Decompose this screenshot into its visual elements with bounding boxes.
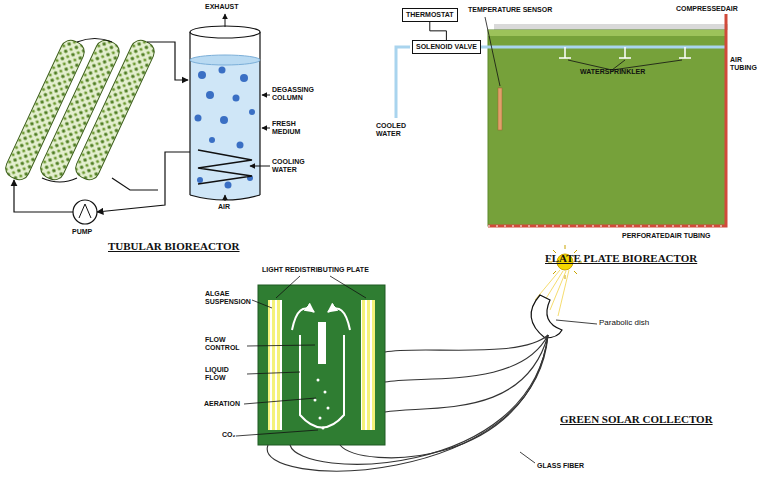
leader-line: [520, 452, 535, 463]
box-text: THERMOSTAT: [406, 11, 454, 19]
signal-wire: [430, 22, 447, 40]
degassing-column: [190, 26, 260, 200]
control-box: THERMOSTAT: [402, 8, 458, 22]
sprinkler-label: WATERSPRINKLER: [580, 68, 645, 76]
medium-label: FRESH MEDIUM: [272, 120, 317, 136]
suspension-label: ALGAE SUSPENSION: [205, 290, 251, 306]
sensor-label: TEMPERATURE SENSOR: [468, 6, 552, 14]
pump-label: PUMP: [72, 228, 92, 236]
air-label: COMPRESSEDAIR: [676, 5, 738, 13]
aeration-label: AERATION: [204, 400, 240, 408]
solar-collector: [258, 285, 385, 445]
leader-arrows: [225, 14, 270, 201]
leader-lines: [236, 276, 366, 436]
photobioreactor-tubes: [2, 37, 157, 183]
box-text: SOLENOID VALVE: [416, 43, 477, 51]
plate-label: LIGHT REDISTRIBUTING PLATE: [262, 266, 369, 274]
column-label: DEGASSING COLUMN: [272, 86, 327, 102]
parabolic-dish: [531, 295, 562, 338]
flat-plate-panel: [396, 14, 728, 226]
exhaust-label: EXHAUST: [205, 3, 238, 11]
water-label: COOLED WATER: [376, 122, 416, 138]
air-label: AIR: [218, 203, 230, 211]
figure-title: GREEN SOLAR COLLECTOR: [560, 413, 713, 426]
glass-fibers: [267, 335, 548, 471]
dish-label: Parabolic dish: [599, 318, 649, 327]
pump-symbol: [79, 204, 91, 218]
pipes: [14, 39, 190, 213]
fiber-label: GLASS FIBER: [537, 462, 584, 470]
leader-lines: [485, 17, 728, 86]
gas-label: CO₂: [222, 431, 236, 439]
leader-line: [556, 320, 597, 324]
cooling-label: COOLING WATER: [272, 158, 324, 174]
figure-title: FLATE PLATE BIOREACTOR: [545, 252, 697, 265]
flow-label: FLOW CONTROL: [205, 336, 247, 352]
flow-label: LIQUID FLOW: [205, 366, 247, 382]
tubing-label: PERFORATEDAIR TUBING: [622, 232, 711, 240]
figure-title: TUBULAR BIOREACTOR: [108, 240, 240, 253]
control-box: SOLENOID VALVE: [412, 40, 481, 54]
pump-symbol: [73, 200, 97, 224]
tubing-label: AIR TUBING: [730, 56, 760, 72]
